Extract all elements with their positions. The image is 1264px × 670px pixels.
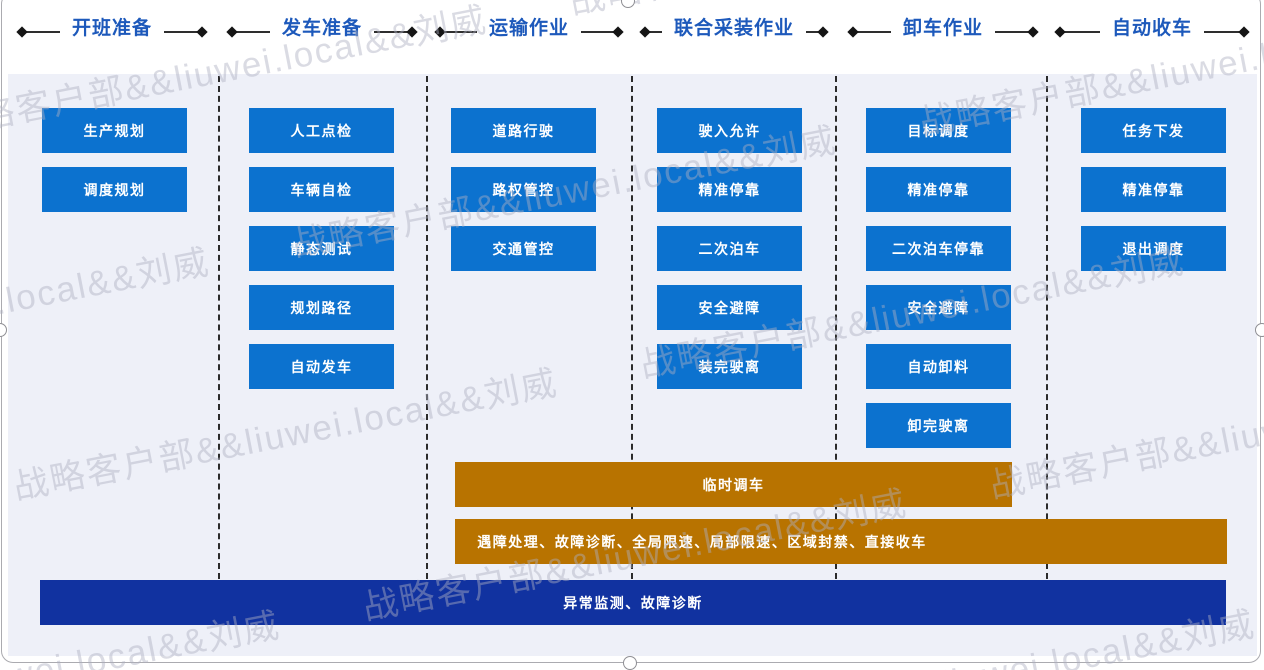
phase-header-transport: 运输作业 [434, 8, 624, 42]
task-button[interactable]: 规划路径 [249, 285, 394, 330]
header-line [649, 31, 662, 33]
header-line [26, 31, 60, 33]
monitoring-bar[interactable]: 异常监测、故障诊断 [40, 580, 1226, 625]
task-button[interactable]: 任务下发 [1081, 108, 1226, 153]
diamond-icon [196, 26, 208, 38]
task-button[interactable]: 二次泊车停靠 [866, 226, 1011, 271]
task-button[interactable]: 精准停靠 [866, 167, 1011, 212]
task-button[interactable]: 安全避障 [866, 285, 1011, 330]
task-button[interactable]: 精准停靠 [657, 167, 802, 212]
diamond-icon [434, 26, 446, 38]
phase-title: 联合采装作业 [674, 18, 795, 39]
header-line [581, 31, 615, 33]
selection-handle-bottom[interactable] [623, 656, 637, 670]
header-line [374, 31, 409, 33]
task-button[interactable]: 卸完驶离 [866, 403, 1011, 448]
diamond-icon [226, 26, 238, 38]
task-button[interactable]: 安全避障 [657, 285, 802, 330]
task-button[interactable]: 车辆自检 [249, 167, 394, 212]
header-line [857, 31, 891, 33]
header-line [1204, 31, 1241, 33]
column-divider-3 [631, 76, 633, 579]
task-button[interactable]: 人工点检 [249, 108, 394, 153]
phase-header-departure-prep: 发车准备 [226, 8, 418, 42]
diamond-icon [16, 26, 28, 38]
task-button[interactable]: 道路行驶 [451, 108, 596, 153]
column-divider-4 [835, 76, 837, 579]
phase-title: 卸车作业 [903, 18, 984, 39]
phase-header-auto-return: 自动收车 [1054, 8, 1250, 42]
diamond-icon [639, 26, 651, 38]
task-button[interactable]: 驶入允许 [657, 108, 802, 153]
task-button[interactable]: 装完驶离 [657, 344, 802, 389]
exception-ops-label: 遇障处理、故障诊断、全局限速、局部限速、区域封禁、直接收车 [477, 533, 927, 550]
task-button[interactable]: 调度规划 [42, 167, 187, 212]
diamond-icon [612, 26, 624, 38]
phase-header-unloading: 卸车作业 [847, 8, 1039, 42]
header-line [995, 31, 1030, 33]
task-button[interactable]: 交通管控 [451, 226, 596, 271]
task-button[interactable]: 精准停靠 [1081, 167, 1226, 212]
task-button[interactable]: 二次泊车 [657, 226, 802, 271]
task-button[interactable]: 静态测试 [249, 226, 394, 271]
column-divider-5 [1046, 76, 1048, 579]
task-button[interactable]: 退出调度 [1081, 226, 1226, 271]
task-button[interactable]: 自动发车 [249, 344, 394, 389]
header-line [806, 31, 820, 33]
phase-header-shift-prep: 开班准备 [16, 8, 208, 42]
task-button[interactable]: 生产规划 [42, 108, 187, 153]
diamond-icon [847, 26, 859, 38]
column-divider-2 [426, 76, 428, 579]
column-divider-1 [218, 76, 220, 579]
phase-title: 自动收车 [1112, 18, 1193, 39]
phase-title: 开班准备 [72, 18, 153, 39]
temp-dispatch-bar[interactable]: 临时调车 [455, 462, 1012, 507]
diamond-icon [1238, 26, 1250, 38]
phase-title: 发车准备 [282, 18, 363, 39]
exception-ops-bar[interactable]: 遇障处理、故障诊断、全局限速、局部限速、区域封禁、直接收车 [455, 519, 1227, 564]
task-button[interactable]: 目标调度 [866, 108, 1011, 153]
phase-header-loading: 联合采装作业 [639, 8, 829, 42]
diamond-icon [406, 26, 418, 38]
header-line [236, 31, 270, 33]
header-line [164, 31, 199, 33]
header-line [1064, 31, 1100, 33]
diamond-icon [1027, 26, 1039, 38]
diamond-icon [1054, 26, 1066, 38]
task-button[interactable]: 自动卸料 [866, 344, 1011, 389]
diamond-icon [817, 26, 829, 38]
header-line [444, 31, 477, 33]
selection-handle-right[interactable] [1255, 323, 1264, 337]
task-button[interactable]: 路权管控 [451, 167, 596, 212]
phase-title: 运输作业 [489, 18, 570, 39]
